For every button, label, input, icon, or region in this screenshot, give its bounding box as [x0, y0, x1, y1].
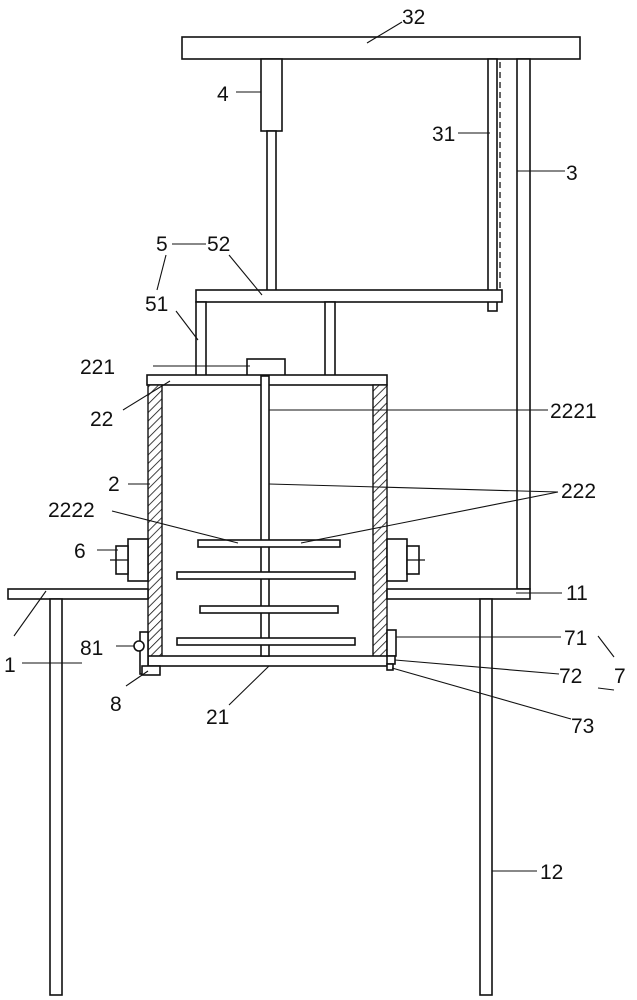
- stirring-motor: [246, 358, 286, 377]
- leader-22: [122, 380, 171, 411]
- top-plate: [181, 36, 581, 60]
- hinge-plate: [386, 629, 397, 657]
- leader-72: [394, 659, 560, 675]
- label-51: 51: [145, 293, 168, 316]
- label-1: 1: [4, 654, 16, 677]
- cylinder-rod: [266, 130, 277, 292]
- leader-73: [391, 667, 572, 720]
- label-52: 52: [207, 233, 230, 256]
- label-81: 81: [80, 637, 103, 660]
- frame-leg-right: [324, 301, 336, 377]
- label-11: 11: [566, 582, 588, 605]
- container-bottom: [147, 655, 392, 667]
- leader-51: [175, 310, 199, 341]
- table-leg-left: [49, 598, 63, 996]
- leader-5-51: [156, 254, 167, 291]
- label-12: 12: [540, 861, 563, 884]
- latch-foot: [141, 665, 161, 676]
- label-7: 7: [614, 665, 626, 688]
- leader-52: [228, 254, 263, 296]
- vibrator-right: [386, 538, 408, 582]
- label-22: 22: [90, 408, 113, 431]
- table-leg-right: [479, 598, 493, 996]
- leader-32: [366, 21, 403, 44]
- label-2222: 2222: [48, 499, 95, 522]
- latch-knob: [133, 640, 145, 652]
- table-top-right: [386, 588, 531, 600]
- label-5: 5: [156, 233, 168, 256]
- label-72: 72: [559, 665, 582, 688]
- hinge-pin: [386, 655, 396, 665]
- label-222: 222: [561, 480, 596, 503]
- label-21: 21: [206, 706, 229, 729]
- label-31: 31: [432, 123, 455, 146]
- label-32: 32: [402, 6, 425, 29]
- label-2221: 2221: [550, 400, 597, 423]
- container-wall-right: [372, 384, 388, 658]
- leader-7-a: [597, 635, 615, 658]
- label-73: 73: [571, 715, 594, 738]
- hinge-base: [386, 663, 394, 671]
- vertical-post: [516, 58, 531, 590]
- stirring-shaft: [260, 375, 270, 657]
- lifting-crossbar: [195, 289, 503, 303]
- leader-222-a: [268, 483, 559, 493]
- leader-21: [228, 665, 270, 706]
- leader-2222: [111, 510, 239, 544]
- label-6: 6: [74, 540, 86, 563]
- stirring-blade: [176, 571, 356, 580]
- stirring-blade: [176, 637, 356, 646]
- stirring-blade: [197, 539, 341, 548]
- label-71: 71: [564, 627, 587, 650]
- leader-1: [13, 590, 47, 637]
- label-3: 3: [566, 162, 578, 185]
- label-221: 221: [80, 356, 115, 379]
- leader-8: [125, 670, 149, 687]
- leader-222-b: [300, 491, 559, 544]
- cylinder-body: [260, 58, 283, 132]
- label-4: 4: [217, 83, 229, 106]
- label-8: 8: [110, 693, 122, 716]
- table-top-left: [7, 588, 149, 600]
- guide-rail: [487, 58, 498, 312]
- leader-7-b: [597, 687, 615, 691]
- vibrator-left: [127, 538, 149, 582]
- label-2: 2: [108, 473, 120, 496]
- stirring-blade: [199, 605, 339, 614]
